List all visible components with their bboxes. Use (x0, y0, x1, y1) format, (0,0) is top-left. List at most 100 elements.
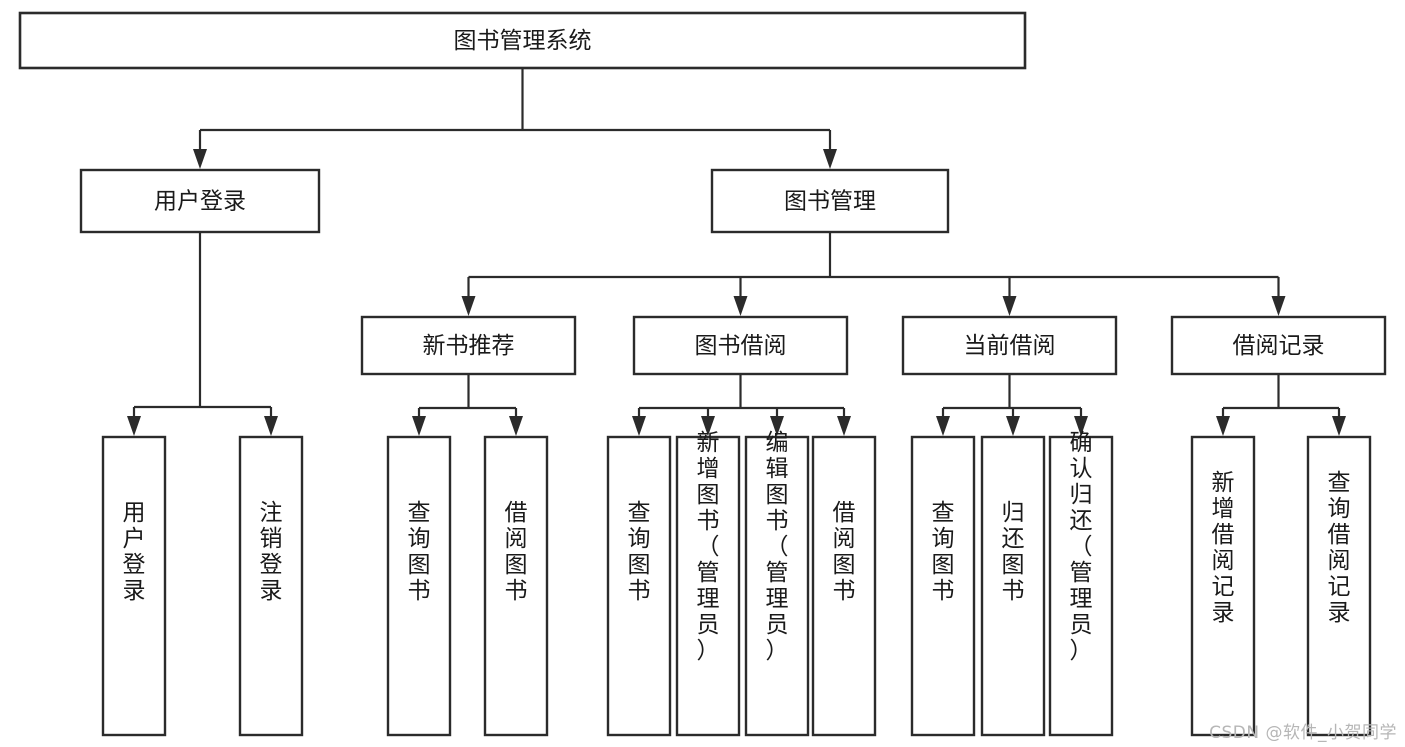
node-leaf-user-login[interactable]: 用户登录 (101, 435, 167, 737)
arrow-head-icon (770, 416, 784, 436)
node-box-leaf-query-book-current[interactable] (910, 435, 976, 737)
node-box-leaf-logout[interactable] (238, 435, 304, 737)
node-box-leaf-borrow-book-recommend[interactable] (483, 435, 549, 737)
node-box-leaf-edit-book-admin[interactable] (744, 435, 810, 737)
node-leaf-borrow-book-recommend[interactable]: 借阅图书 (483, 435, 549, 737)
node-leaf-query-book-current[interactable]: 查询图书 (910, 435, 976, 737)
connector-edge-bm-borrow-record (1271, 277, 1286, 316)
connector-edge-bm-new-book (461, 277, 476, 316)
connector-group-book-borrow (632, 374, 851, 436)
node-box-leaf-user-login[interactable] (101, 435, 167, 737)
node-root[interactable]: 图书管理系统 (18, 11, 1027, 70)
arrow-head-icon (193, 149, 207, 169)
node-layer: 图书管理系统用户登录图书管理新书推荐图书借阅当前借阅借阅记录用户登录注销登录查询… (18, 11, 1387, 737)
node-new-book-recommend[interactable]: 新书推荐 (360, 315, 577, 376)
csdn-watermark: CSDN @软件_小贺同学 (1209, 723, 1397, 743)
node-box-book-borrow[interactable] (632, 315, 849, 376)
node-user-login[interactable]: 用户登录 (79, 168, 321, 234)
node-current-borrow[interactable]: 当前借阅 (901, 315, 1118, 376)
connector-edge-bm-book-borrow (733, 277, 748, 316)
node-leaf-add-book-admin[interactable]: 新增图书（管理员） (675, 430, 741, 737)
node-leaf-edit-book-admin[interactable]: 编辑图书（管理员） (744, 430, 810, 737)
arrow-head-icon (823, 149, 837, 169)
arrow-head-icon (1271, 296, 1286, 316)
node-box-leaf-query-borrow-record[interactable] (1306, 435, 1372, 737)
node-box-book-management[interactable] (710, 168, 950, 234)
connector-edge-ul-leaf-user-login (127, 407, 141, 436)
node-box-leaf-add-book-admin[interactable] (675, 435, 741, 737)
connector-edge-root-user-login (193, 130, 207, 169)
arrow-head-icon (936, 416, 950, 436)
node-label-leaf-borrow-book: 借阅图书 (833, 500, 856, 604)
connector-edge-cb-confirm (1074, 408, 1088, 436)
node-leaf-confirm-return-admin[interactable]: 确认归还（管理员） (1048, 430, 1114, 737)
connector-edge-ul-leaf-logout (264, 407, 278, 436)
node-box-new-book-recommend[interactable] (360, 315, 577, 376)
node-box-leaf-return-book[interactable] (980, 435, 1046, 737)
node-borrow-record[interactable]: 借阅记录 (1170, 315, 1387, 376)
connector-edge-br-add (1216, 408, 1230, 436)
connector-edge-root-book-management (823, 130, 837, 169)
node-box-leaf-query-book-recommend[interactable] (386, 435, 452, 737)
connector-group-root (193, 68, 837, 169)
node-box-leaf-query-book-borrow[interactable] (606, 435, 672, 737)
connector-layer (127, 68, 1346, 436)
node-label-leaf-query-borrow-record: 查询借阅记录 (1328, 470, 1351, 626)
node-label-leaf-user-login: 用户登录 (123, 500, 146, 604)
node-leaf-query-borrow-record[interactable]: 查询借阅记录 (1306, 435, 1372, 737)
node-label-book-borrow: 图书借阅 (695, 333, 787, 359)
connector-group-user-login (127, 232, 278, 436)
arrow-head-icon (1074, 416, 1088, 436)
arrow-head-icon (412, 416, 426, 436)
connector-edge-br-query (1332, 408, 1346, 436)
node-book-management[interactable]: 图书管理 (710, 168, 950, 234)
node-box-borrow-record[interactable] (1170, 315, 1387, 376)
node-label-book-management: 图书管理 (784, 189, 876, 215)
arrow-head-icon (127, 416, 141, 436)
node-label-leaf-return-book: 归还图书 (1002, 500, 1025, 604)
node-label-leaf-borrow-book-recommend: 借阅图书 (505, 500, 528, 604)
connector-edge-cb-return (1006, 408, 1020, 436)
node-leaf-query-book-recommend[interactable]: 查询图书 (386, 435, 452, 737)
connector-edge-bm-current-borrow (1002, 277, 1017, 316)
connector-edge-nbr-query (412, 408, 426, 436)
connector-group-book-management (461, 232, 1286, 316)
node-label-leaf-add-book-admin: 新增图书（管理员） (697, 430, 720, 664)
node-leaf-query-book-borrow[interactable]: 查询图书 (606, 435, 672, 737)
node-label-leaf-edit-book-admin: 编辑图书（管理员） (766, 430, 789, 664)
arrow-head-icon (733, 296, 748, 316)
node-box-leaf-confirm-return-admin[interactable] (1048, 435, 1114, 737)
arrow-head-icon (461, 296, 476, 316)
arrow-head-icon (1002, 296, 1017, 316)
node-label-leaf-add-borrow-record: 新增借阅记录 (1212, 470, 1235, 626)
node-label-leaf-query-book-borrow: 查询图书 (628, 500, 651, 604)
connector-group-borrow-record (1216, 374, 1346, 436)
node-label-leaf-logout: 注销登录 (260, 500, 283, 604)
node-label-root: 图书管理系统 (454, 28, 592, 54)
node-box-root[interactable] (18, 11, 1027, 70)
node-leaf-return-book[interactable]: 归还图书 (980, 435, 1046, 737)
arrow-head-icon (1006, 416, 1020, 436)
arrow-head-icon (701, 416, 715, 436)
connector-edge-bb-query (632, 408, 646, 436)
node-box-current-borrow[interactable] (901, 315, 1118, 376)
node-box-leaf-add-borrow-record[interactable] (1190, 435, 1256, 737)
node-leaf-logout[interactable]: 注销登录 (238, 435, 304, 737)
connector-group-new-book-recommend (412, 374, 523, 436)
arrow-head-icon (632, 416, 646, 436)
node-book-borrow[interactable]: 图书借阅 (632, 315, 849, 376)
node-label-leaf-confirm-return-admin: 确认归还（管理员） (1070, 430, 1093, 664)
node-label-user-login: 用户登录 (154, 189, 246, 215)
connector-group-current-borrow (936, 374, 1088, 436)
node-label-leaf-query-book-current: 查询图书 (932, 500, 955, 604)
arrow-head-icon (1332, 416, 1346, 436)
node-leaf-add-borrow-record[interactable]: 新增借阅记录 (1190, 435, 1256, 737)
arrow-head-icon (264, 416, 278, 436)
node-box-user-login[interactable] (79, 168, 321, 234)
node-leaf-borrow-book[interactable]: 借阅图书 (811, 435, 877, 737)
node-box-leaf-borrow-book[interactable] (811, 435, 877, 737)
node-label-current-borrow: 当前借阅 (964, 333, 1056, 359)
node-label-borrow-record: 借阅记录 (1233, 333, 1325, 359)
